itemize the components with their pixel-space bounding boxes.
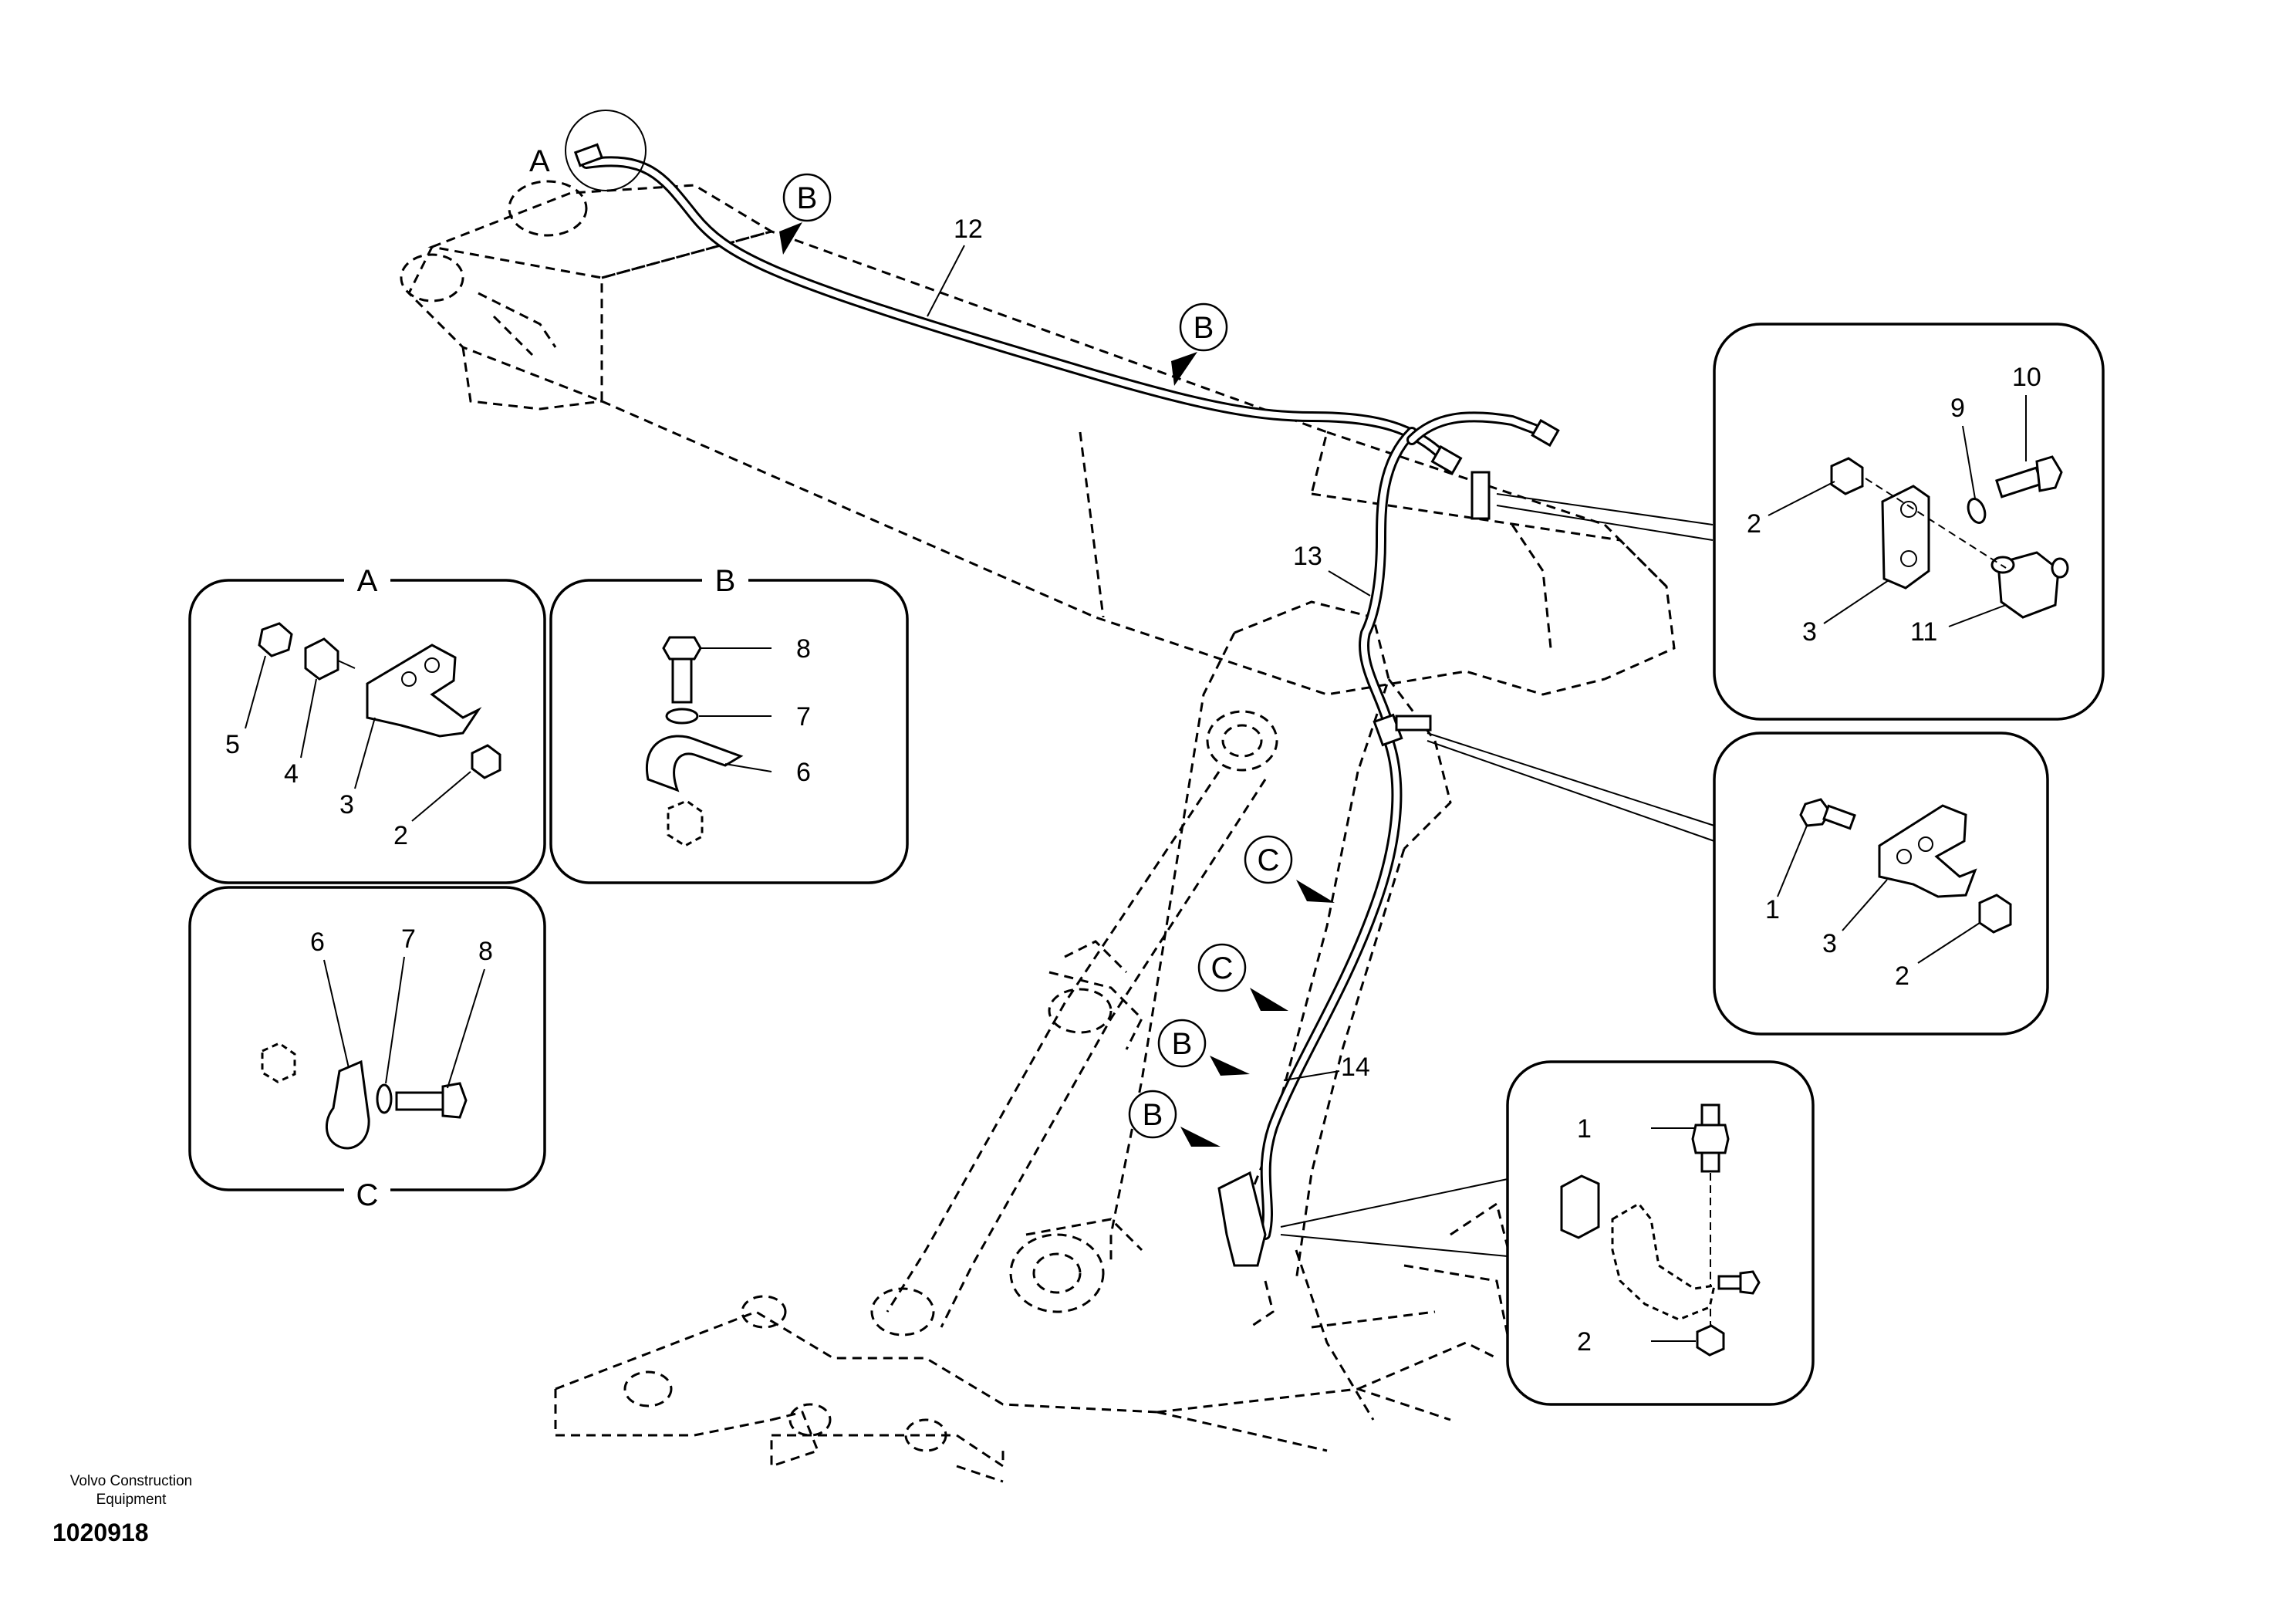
svg-text:13: 13: [1293, 542, 1322, 571]
detail-bottom-right-panel: 1 2: [1506, 1060, 1815, 1406]
hose-12: [581, 156, 1456, 468]
callout-b-1: B: [779, 173, 832, 255]
svg-text:6: 6: [310, 928, 325, 957]
fittings: [573, 143, 1560, 1267]
svg-text:C: C: [1211, 951, 1234, 985]
svg-text:3: 3: [1802, 617, 1817, 647]
svg-text:12: 12: [954, 215, 983, 244]
detail-c-panel: C 6 7 8: [188, 886, 546, 1212]
callout-a-label: A: [529, 144, 550, 178]
detail-a-panel: A 5 4 3 2: [188, 562, 546, 884]
boom-outline: [400, 180, 1676, 696]
detail-a-title: A: [357, 564, 378, 598]
svg-text:3: 3: [1822, 929, 1837, 958]
svg-text:B: B: [797, 181, 818, 215]
brand-line-2: Equipment: [96, 1492, 167, 1508]
detail-b-panel: B 8 7 6: [549, 562, 909, 884]
svg-text:9: 9: [1950, 394, 1965, 423]
callout-b-4: B: [1128, 1090, 1221, 1147]
svg-text:8: 8: [478, 937, 493, 966]
svg-text:3: 3: [339, 790, 354, 819]
callout-b-3: B: [1157, 1019, 1250, 1076]
detail-a-marker-circle: [565, 110, 647, 191]
svg-text:14: 14: [1341, 1053, 1370, 1082]
arm-outline: [870, 600, 1452, 1421]
svg-text:1: 1: [1765, 895, 1780, 924]
svg-text:6: 6: [796, 758, 811, 787]
hose-12-label: 12: [927, 215, 983, 317]
hose-13: [1359, 427, 1417, 731]
document-number: 1020918: [52, 1519, 149, 1546]
svg-text:2: 2: [1577, 1327, 1592, 1357]
svg-text:11: 11: [1910, 617, 1937, 647]
callout-c-2: C: [1197, 943, 1288, 1011]
hose-upper-branch: [1406, 411, 1548, 445]
base-outline: [554, 1201, 1514, 1483]
brand-line-1: Volvo Construction: [69, 1473, 193, 1489]
hose-13-label: 13: [1293, 542, 1371, 596]
svg-text:4: 4: [284, 759, 299, 789]
svg-text:7: 7: [401, 924, 416, 954]
svg-text:C: C: [1258, 843, 1280, 877]
brand-text: Volvo Construction Equipment: [46, 1472, 216, 1509]
svg-text:2: 2: [1747, 509, 1761, 539]
svg-text:B: B: [1194, 311, 1214, 345]
svg-text:8: 8: [796, 634, 811, 664]
callout-c-1: C: [1244, 835, 1335, 903]
detail-b-title: B: [715, 564, 736, 598]
hose-14-label: 14: [1283, 1053, 1370, 1082]
detail-c-title: C: [356, 1178, 379, 1212]
detail-mid-right-panel: 1 3 2: [1713, 732, 2049, 1036]
hose-14: [1260, 735, 1403, 1240]
svg-text:7: 7: [796, 702, 811, 732]
svg-text:10: 10: [2012, 363, 2041, 392]
svg-text:2: 2: [1895, 961, 1909, 991]
svg-text:1: 1: [1577, 1114, 1592, 1144]
callout-b-2: B: [1171, 302, 1228, 386]
svg-text:2: 2: [393, 821, 408, 850]
detail-leader-lines: [1280, 493, 1715, 1257]
detail-top-right-panel: 10 9 2 3 11: [1713, 323, 2105, 721]
svg-text:B: B: [1172, 1027, 1193, 1061]
svg-text:B: B: [1143, 1098, 1163, 1132]
svg-text:5: 5: [225, 730, 240, 759]
